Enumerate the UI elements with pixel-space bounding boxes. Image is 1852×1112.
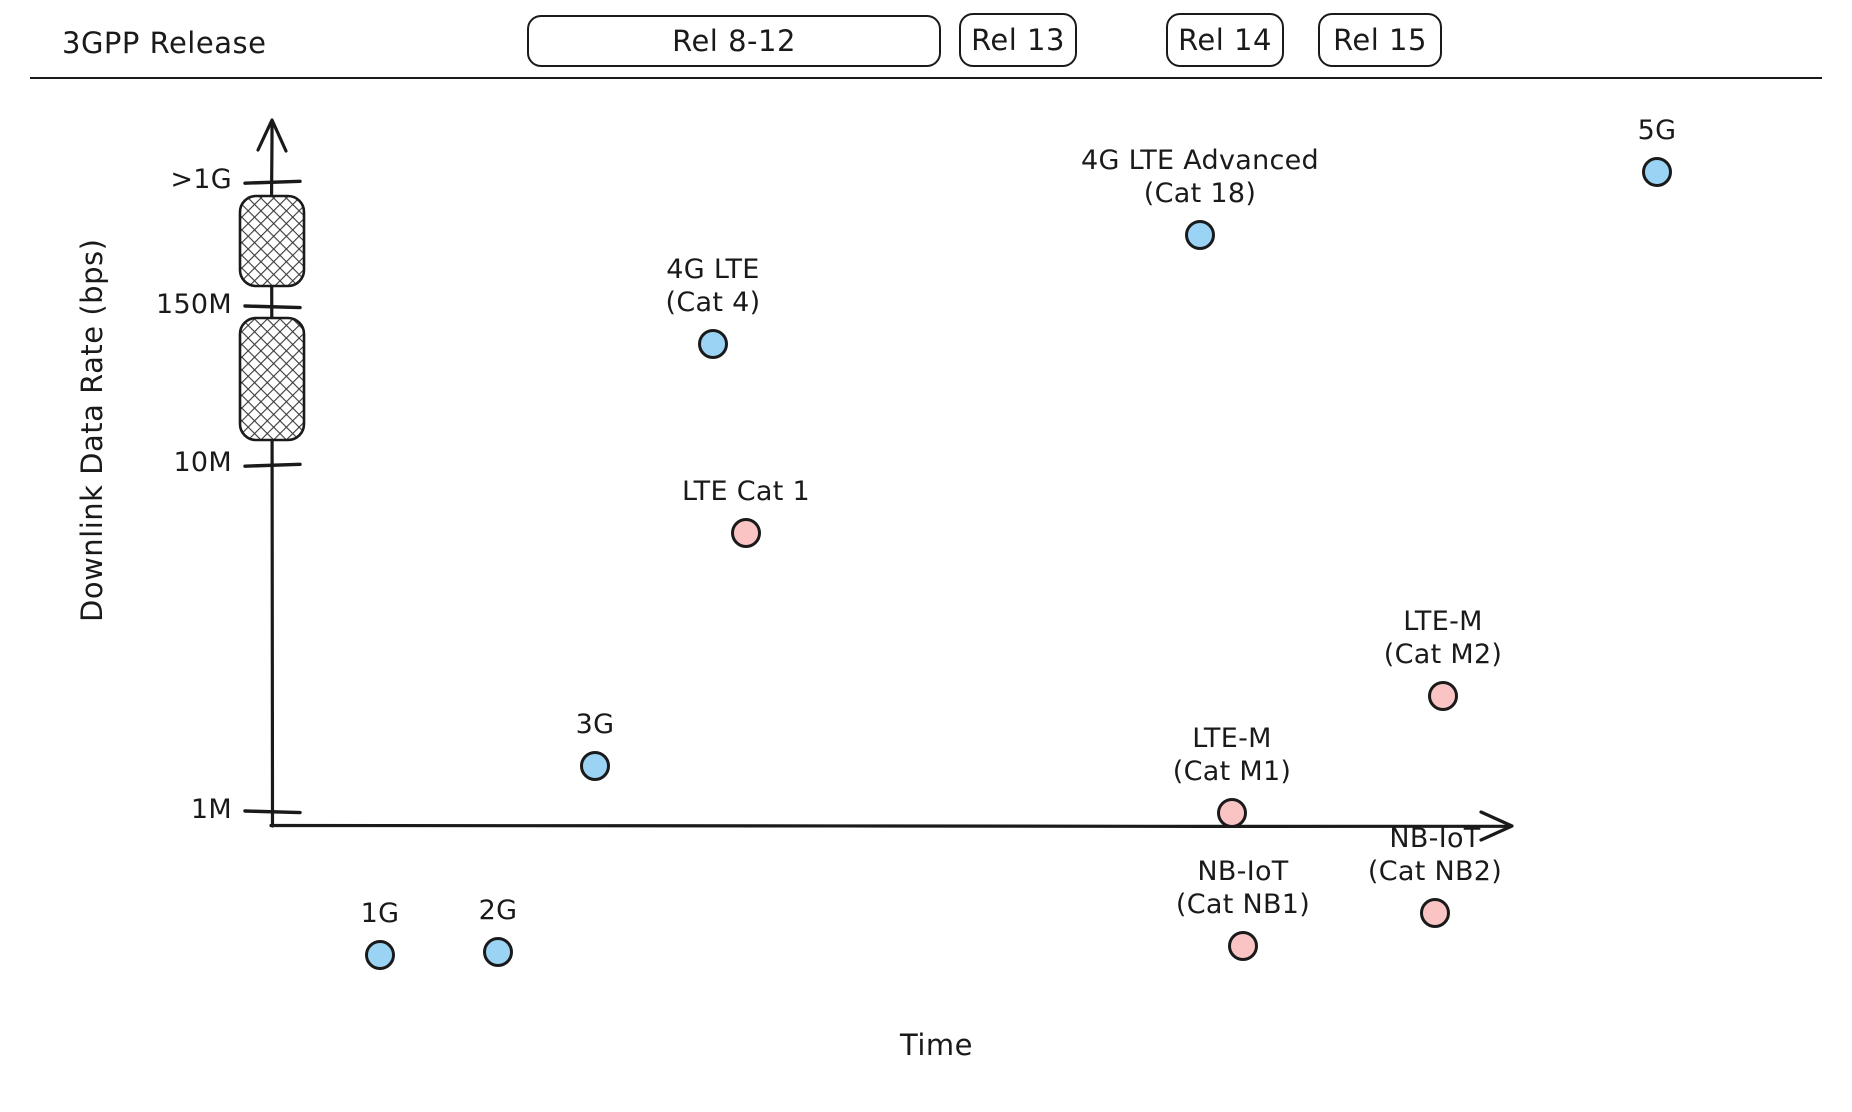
- release-box-rel-15[interactable]: Rel 15: [1318, 13, 1442, 67]
- data-point-1g[interactable]: [365, 940, 395, 970]
- data-point-nb-iot-cat-nb1[interactable]: [1228, 931, 1258, 961]
- release-box-rel-8-12[interactable]: Rel 8-12: [527, 15, 941, 67]
- data-point-lte-cat-1[interactable]: [731, 518, 761, 548]
- data-point-label-4g-lte-cat-4: 4G LTE (Cat 4): [665, 254, 761, 318]
- y-tick-label-10M: 10M: [173, 447, 232, 478]
- y-tick-label-150M: 150M: [155, 289, 232, 320]
- release-box-label: Rel 13: [971, 23, 1065, 57]
- data-point-label-lte-m-cat-m1: LTE-M (Cat M1): [1172, 723, 1292, 787]
- data-point-label-5g: 5G: [1637, 115, 1677, 146]
- data-point-label-2g: 2G: [478, 895, 518, 926]
- data-point-lte-m-cat-m2[interactable]: [1428, 681, 1458, 711]
- data-point-lte-m-cat-m1[interactable]: [1217, 798, 1247, 828]
- x-axis-title: Time: [900, 1028, 973, 1062]
- release-box-rel-14[interactable]: Rel 14: [1166, 13, 1284, 67]
- y-tick-label-1M: 1M: [190, 794, 232, 825]
- axis-break-block-1: [238, 194, 306, 288]
- data-point-label-1g: 1G: [360, 898, 400, 929]
- data-point-3g[interactable]: [580, 751, 610, 781]
- data-point-nb-iot-cat-nb2[interactable]: [1420, 898, 1450, 928]
- data-point-label-3g: 3G: [575, 709, 615, 740]
- release-box-label: Rel 14: [1178, 23, 1272, 57]
- axis-break-block-2: [238, 316, 306, 442]
- y-axis-title: Downlink Data Rate (bps): [75, 238, 109, 622]
- header-divider: [30, 77, 1822, 79]
- data-point-5g[interactable]: [1642, 157, 1672, 187]
- data-point-4g-lte-advanced-cat-18[interactable]: [1185, 220, 1215, 250]
- data-point-4g-lte-cat-4[interactable]: [698, 329, 728, 359]
- data-point-2g[interactable]: [483, 937, 513, 967]
- y-tick-label-1G: >1G: [170, 164, 232, 195]
- data-point-label-lte-m-cat-m2: LTE-M (Cat M2): [1383, 606, 1503, 670]
- release-box-rel-13[interactable]: Rel 13: [959, 13, 1077, 67]
- release-box-label: Rel 8-12: [672, 24, 796, 58]
- data-point-label-lte-cat-1: LTE Cat 1: [682, 476, 810, 507]
- data-point-label-4g-lte-advanced-cat-18: 4G LTE Advanced (Cat 18): [1080, 145, 1320, 209]
- release-box-label: Rel 15: [1333, 23, 1427, 57]
- data-point-label-nb-iot-cat-nb2: NB-IoT (Cat NB2): [1367, 823, 1503, 887]
- data-point-label-nb-iot-cat-nb1: NB-IoT (Cat NB1): [1175, 856, 1311, 920]
- page-title: 3GPP Release: [62, 26, 267, 60]
